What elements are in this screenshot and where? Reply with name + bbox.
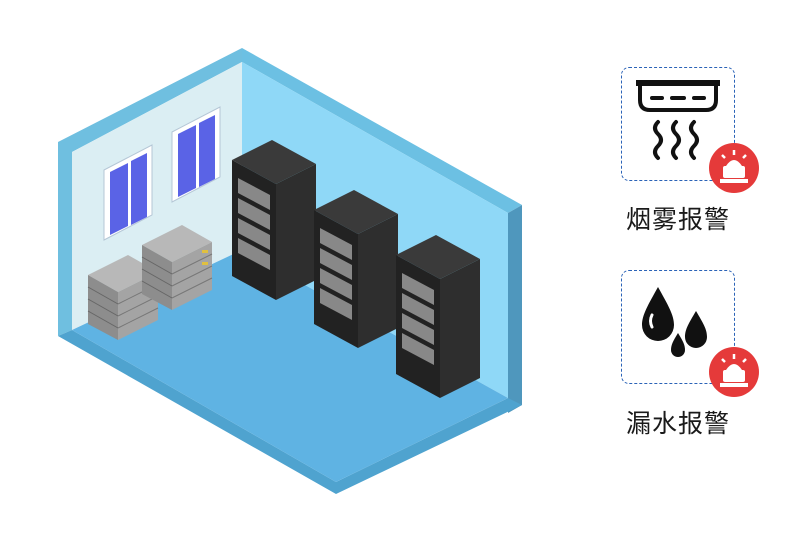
smoke-alarm-label: 烟雾报警 (625, 205, 730, 234)
room-right-wall (508, 205, 522, 413)
siren-icon (709, 143, 759, 193)
window-left (103, 144, 153, 241)
smoke-detector-icon (636, 80, 720, 160)
room-back-wall-top-edge (242, 48, 522, 213)
siren-icon (709, 347, 759, 397)
server-rack-2 (314, 190, 398, 348)
water-drops-icon (642, 287, 707, 357)
room-front-floor-edge (58, 330, 522, 494)
window-right (171, 106, 221, 203)
server-stack-middle (141, 225, 213, 310)
server-rack-1 (232, 140, 316, 300)
server-rack-3 (396, 235, 480, 398)
water-leak-alarm-label: 漏水报警 (625, 409, 730, 438)
server-room-illustration (58, 48, 522, 494)
room-floor (72, 250, 508, 482)
room-left-wall-edge (58, 48, 242, 336)
